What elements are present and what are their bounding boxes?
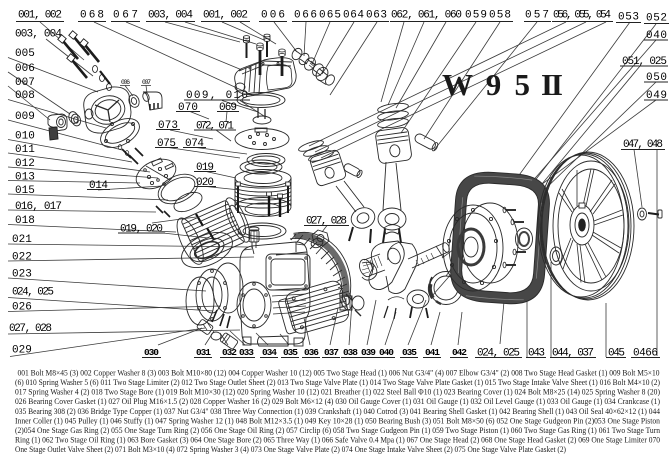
svg-text:039: 039 — [361, 347, 376, 358]
svg-text:013: 013 — [15, 172, 35, 184]
svg-text:036: 036 — [304, 347, 319, 358]
svg-text:001 Bolt M8×45 (3) 002 Copper: 001 Bolt M8×45 (3) 002 Copper Washer 8 (… — [18, 367, 660, 377]
svg-text:075: 075 — [157, 138, 176, 150]
svg-text:Inner Coller (1) 045 Pulley (1: Inner Coller (1) 045 Pulley (1) 046 Stuf… — [15, 415, 661, 425]
svg-text:001, 002: 001, 002 — [18, 10, 62, 22]
svg-text:068: 068 — [80, 10, 104, 22]
svg-text:023: 023 — [12, 269, 32, 281]
svg-text:041: 041 — [425, 347, 440, 358]
svg-text:032: 032 — [222, 347, 237, 358]
svg-text:017 Spring Washer 4 (2) 018 Tw: 017 Spring Washer 4 (2) 018 Two Stage Bo… — [15, 387, 660, 397]
svg-text:0466: 0466 — [633, 348, 658, 360]
svg-text:(6) 010 Spring Washer 5 (6) 01: (6) 010 Spring Washer 5 (6) 011 Two Stag… — [15, 377, 660, 387]
svg-text:019, 020: 019, 020 — [120, 224, 163, 236]
svg-text:038: 038 — [343, 347, 358, 358]
svg-text:057: 057 — [525, 10, 549, 22]
svg-text:005: 005 — [15, 48, 35, 60]
svg-text:031: 031 — [196, 347, 211, 358]
svg-text:027, 028: 027, 028 — [9, 323, 52, 335]
svg-text:047, 048: 047, 048 — [623, 139, 663, 151]
svg-text:053: 053 — [618, 12, 639, 24]
svg-text:040: 040 — [646, 30, 667, 42]
svg-text:074: 074 — [185, 138, 204, 150]
svg-text:010: 010 — [15, 131, 35, 143]
svg-text:026: 026 — [12, 302, 32, 314]
svg-text:043: 043 — [528, 348, 545, 360]
svg-text:009: 009 — [15, 111, 35, 123]
svg-text:042: 042 — [452, 347, 467, 358]
svg-text:062, 061, 060: 062, 061, 060 — [391, 10, 462, 22]
svg-text:021: 021 — [12, 234, 32, 246]
svg-text:035: 035 — [402, 347, 417, 358]
svg-text:051, 025: 051, 025 — [622, 56, 667, 68]
svg-text:018: 018 — [15, 215, 35, 227]
svg-text:012: 012 — [15, 158, 35, 170]
svg-text:019: 019 — [196, 162, 214, 174]
svg-text:029: 029 — [12, 345, 32, 357]
svg-text:033: 033 — [239, 347, 254, 358]
svg-text:052: 052 — [646, 13, 667, 25]
svg-text:W 9 5: W 9 5 — [442, 67, 530, 102]
svg-text:056, 055, 054: 056, 055, 054 — [553, 10, 611, 22]
svg-text:030: 030 — [144, 347, 159, 358]
svg-text:058: 058 — [489, 10, 511, 22]
svg-text:(2)054 One Stage Gas Ring (2): (2)054 One Stage Gas Ring (2) 055 One St… — [15, 425, 661, 435]
svg-text:001, 002: 001, 002 — [203, 10, 248, 22]
svg-text:037: 037 — [324, 347, 339, 358]
svg-text:050: 050 — [646, 72, 667, 84]
svg-text:034: 034 — [262, 347, 277, 358]
svg-text:011: 011 — [15, 144, 35, 156]
svg-text:035: 035 — [283, 347, 298, 358]
svg-text:015: 015 — [15, 185, 35, 197]
svg-text:009, 010: 009, 010 — [186, 90, 248, 102]
svg-text:027, 028: 027, 028 — [306, 216, 347, 228]
svg-text:020: 020 — [196, 177, 214, 189]
svg-text:040: 040 — [379, 347, 394, 358]
svg-text:066: 066 — [294, 10, 317, 22]
svg-text:007: 007 — [15, 77, 35, 89]
svg-text:067: 067 — [113, 10, 138, 22]
svg-text:024, 025: 024, 025 — [477, 348, 520, 360]
svg-text:059: 059 — [465, 10, 487, 22]
svg-text:063: 063 — [366, 10, 387, 22]
svg-text:007: 007 — [142, 79, 151, 86]
svg-text:II: II — [541, 67, 563, 102]
svg-text:006: 006 — [15, 63, 35, 75]
svg-text:045: 045 — [608, 348, 625, 360]
svg-text:003, 004: 003, 004 — [15, 29, 62, 41]
svg-text:073: 073 — [158, 120, 178, 132]
svg-text:049: 049 — [646, 90, 667, 102]
svg-text:003, 004: 003, 004 — [148, 10, 193, 22]
svg-text:064: 064 — [343, 10, 364, 22]
svg-text:022: 022 — [12, 252, 32, 264]
svg-text:069: 069 — [219, 102, 237, 114]
svg-text:006: 006 — [121, 79, 130, 86]
svg-text:014: 014 — [89, 180, 108, 192]
svg-text:072, 071: 072, 071 — [196, 121, 234, 133]
svg-text:026 Bearing Cover Gasket (1) 0: 026 Bearing Cover Gasket (1) 027 Oil Plu… — [15, 396, 660, 406]
svg-text:016, 017: 016, 017 — [15, 201, 62, 213]
svg-text:044, 037: 044, 037 — [552, 348, 594, 360]
svg-text:006: 006 — [261, 10, 285, 22]
svg-text:065: 065 — [319, 10, 341, 22]
svg-text:One Stage Outlet Valve Sheet (: One Stage Outlet Valve Sheet (2) 071 Bol… — [15, 444, 566, 454]
svg-text:Ring (1) 062 Two Stage Oil Rin: Ring (1) 062 Two Stage Oil Ring (1) 063 … — [15, 435, 660, 445]
svg-text:008: 008 — [15, 90, 35, 102]
svg-text:035 Bearing 308 (2) 036 Bridge: 035 Bearing 308 (2) 036 Bridge Type Copp… — [15, 406, 661, 416]
svg-text:024, 025: 024, 025 — [12, 287, 54, 299]
svg-text:070: 070 — [178, 102, 198, 114]
